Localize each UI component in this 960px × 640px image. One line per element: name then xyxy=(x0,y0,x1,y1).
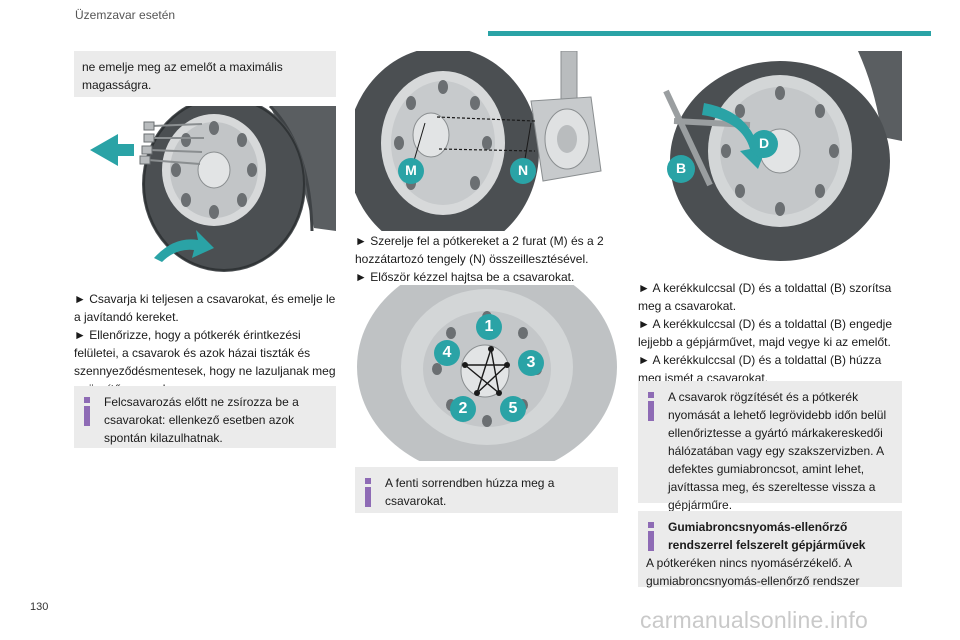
info-box-check: A csavarok rögzítését és a pótkerék nyom… xyxy=(638,381,902,512)
order-label-1: 1 xyxy=(484,318,494,335)
order-label-2: 2 xyxy=(458,400,468,417)
col2-instructions: ► Szerelje fel a pótkereket a 2 furat (M… xyxy=(355,232,618,286)
instruction-step: ► Csavarja ki teljesen a csavarokat, és … xyxy=(74,292,336,324)
note-text: ne emelje meg az emelőt a maximális maga… xyxy=(82,60,283,92)
info-icon xyxy=(80,397,94,427)
label-m: M xyxy=(405,162,417,178)
order-label-4: 4 xyxy=(442,344,452,361)
info-box-tpms: Gumiabroncsnyomás-ellenőrző rendszerrel … xyxy=(638,511,902,588)
wheel-wrench-illustration: D B xyxy=(638,51,902,261)
instruction-step: ► Először kézzel hajtsa be a csavarokat. xyxy=(355,270,575,284)
instruction-step: ► A kerékkulccsal (D) és a toldattal (B)… xyxy=(638,317,892,349)
col3-instructions: ► A kerékkulccsal (D) és a toldattal (B)… xyxy=(638,279,902,387)
info-box-order: A fenti sorrendben húzza meg a csavaroka… xyxy=(355,467,618,513)
order-label-3: 3 xyxy=(526,354,536,371)
info-text: A fenti sorrendben húzza meg a csavaroka… xyxy=(385,476,555,508)
order-label-5: 5 xyxy=(508,400,518,417)
page-number: 130 xyxy=(30,601,49,613)
header-title: Üzemzavar esetén xyxy=(75,8,176,22)
instruction-step: ► Szerelje fel a pótkereket a 2 furat (M… xyxy=(355,234,604,266)
note-box-top: ne emelje meg az emelőt a maximális maga… xyxy=(74,51,336,97)
bolt-tightening-order-illustration: 1 2 3 4 5 xyxy=(355,285,618,461)
info-text: A csavarok rögzítését és a pótkerék nyom… xyxy=(668,390,887,512)
instruction-step: ► A kerékkulccsal (D) és a toldattal (B)… xyxy=(638,281,892,313)
info-title: Gumiabroncsnyomás-ellenőrző rendszerrel … xyxy=(668,520,866,552)
info-text: A pótkeréken nincs nyomásérzékelő. A gum… xyxy=(646,556,860,588)
col1-instructions: ► Csavarja ki teljesen a csavarokat, és … xyxy=(74,290,336,398)
info-box-grease: Felcsavarozás előtt ne zsírozza be a csa… xyxy=(74,386,336,448)
watermark: carmanualsonline.info xyxy=(640,607,868,633)
spare-wheel-mounting-illustration: M N xyxy=(355,51,618,231)
header-accent-bar xyxy=(488,31,931,36)
label-n: N xyxy=(517,162,529,178)
wheel-removal-illustration xyxy=(74,106,336,274)
info-icon xyxy=(361,478,375,508)
info-icon xyxy=(644,522,658,552)
info-text: Felcsavarozás előtt ne zsírozza be a csa… xyxy=(104,395,299,445)
info-icon xyxy=(644,392,658,422)
label-b: B xyxy=(675,160,687,176)
label-d: D xyxy=(758,135,770,151)
